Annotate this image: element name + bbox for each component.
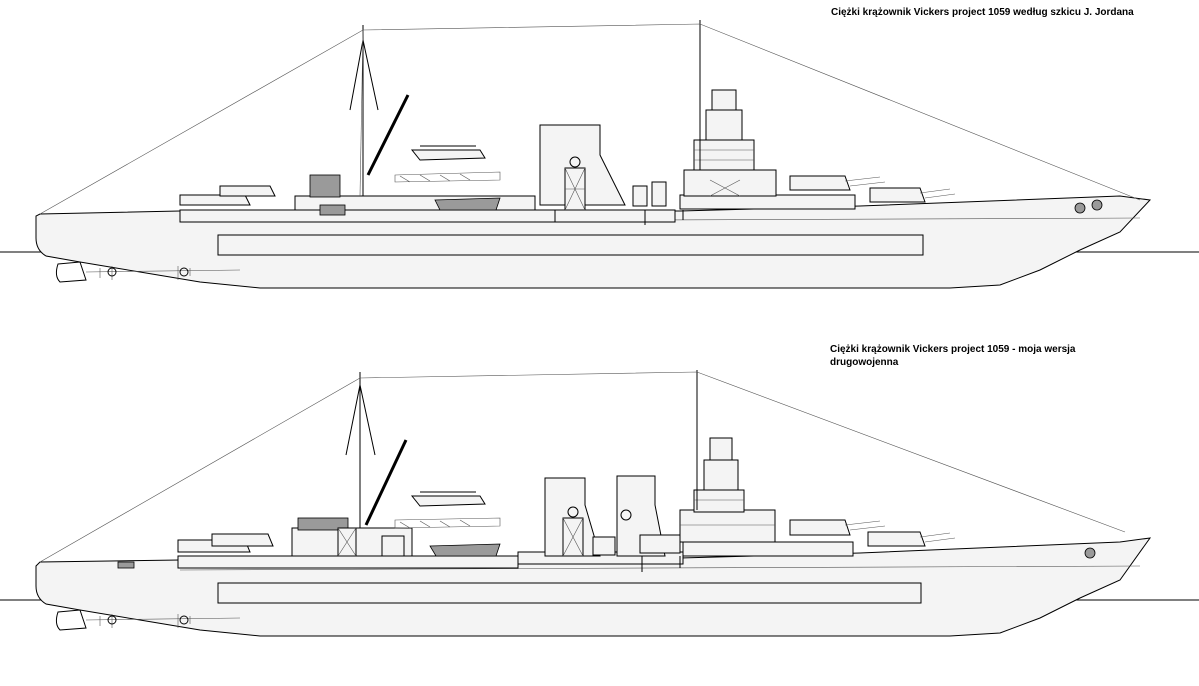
deck-line-bottom [179,565,1141,571]
turret-b-top [789,175,851,191]
tripod-bottom [345,384,376,456]
anchor-bottom [1084,547,1096,559]
propeller-bottom-1 [107,615,117,625]
shafts-top [85,266,241,280]
bridge-upper-bottom [703,459,739,491]
funnel-top [539,124,626,206]
turret-a-top [869,187,926,203]
propeller-top-1 [107,267,117,277]
propeller-top-2 [179,267,189,277]
fwd-deckhouse-top [679,194,856,210]
director-bottom [709,437,733,461]
caption-top: Ciężki krążownik Vickers project 1059 we… [831,7,1134,18]
armour-belt-top [217,234,924,256]
turret-x-top [219,185,276,197]
tripod-top [349,39,379,111]
aft-deckhouse-top [179,209,556,223]
rigging-top [39,23,1141,215]
searchlight-bottom-1 [567,506,579,518]
rudder-bottom [55,609,87,631]
propeller-bottom-2 [179,615,189,625]
gun-barrels-top [844,176,956,199]
rudder-top [55,261,87,283]
bridge-base-bottom [679,509,776,543]
turret-a-bottom [867,531,926,547]
gun-barrels-bottom [844,520,956,543]
bridge-base-top [683,169,777,197]
rigging-bottom [39,371,1126,563]
anchor-top-1 [1074,202,1086,214]
derrick-top [366,94,410,176]
ship-top [0,20,1199,289]
aa-mount-top [319,204,346,216]
bridge-upper-top [705,109,743,141]
turret-x-bottom [211,533,274,547]
aircraft-top [410,149,486,161]
derrick-bottom [364,439,408,526]
bridge-mid-bottom [693,489,745,513]
boat-top [434,197,501,211]
mid-deckhouse-top [554,209,676,223]
turret-b-bottom [789,519,851,536]
aa-director-top [309,174,341,198]
searchlight-top [569,156,581,168]
bridge-mid-top [693,139,755,171]
shafts-bottom [85,614,241,628]
searchlight-bottom-2 [620,509,632,521]
fwd-deckhouse-bottom [682,541,854,557]
ship-bottom [0,370,1199,637]
director-top [711,89,737,111]
aft-deckhouse-bottom [177,555,519,569]
armour-belt-bottom [217,582,922,604]
anchor-top-2 [1091,199,1103,211]
crane-top [394,171,501,183]
boat-bottom [429,543,501,557]
crane-bottom [394,517,501,529]
aircraft-bottom [410,495,486,507]
caption-bottom: Ciężki krążownik Vickers project 1059 - … [830,344,1076,368]
aa-platform-bottom [297,517,349,531]
